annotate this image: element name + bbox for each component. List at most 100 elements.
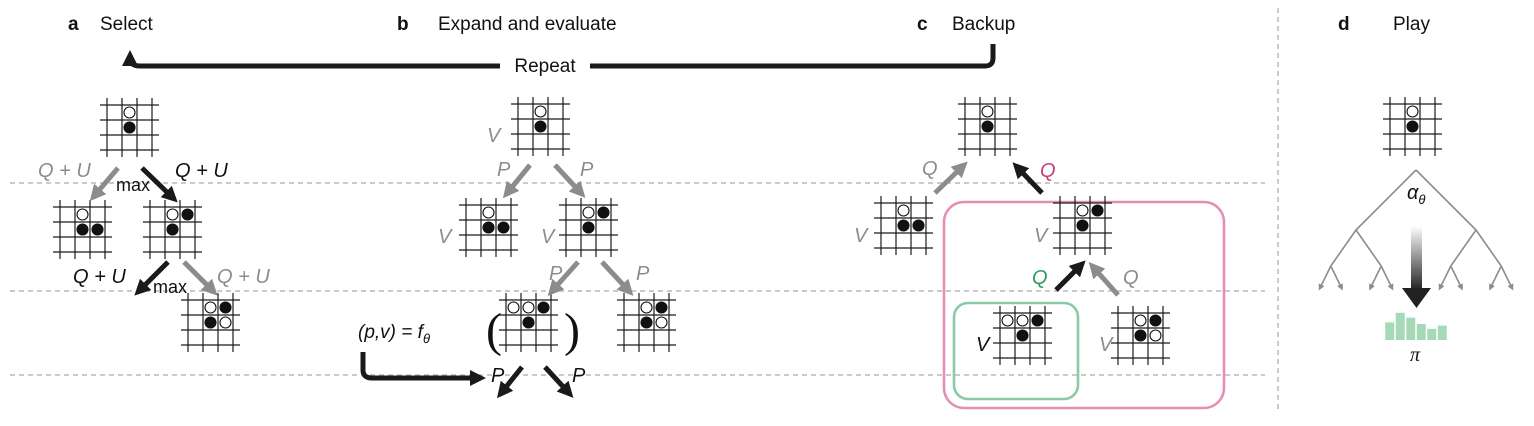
label-alpha-theta: αθ — [1407, 182, 1425, 207]
search-to-policy-arrow-shaft — [1411, 226, 1422, 290]
white-stone-icon — [482, 206, 495, 219]
label-q-plus-u: Q + U — [73, 266, 126, 288]
panel-letter-c: c — [917, 14, 928, 35]
label-q: Q — [1040, 160, 1056, 182]
go-board-icon — [459, 198, 518, 257]
label-v: V — [438, 226, 453, 248]
go-board-icon — [100, 98, 159, 157]
panel-letter-b: b — [397, 14, 409, 35]
tree-edge — [1450, 265, 1463, 291]
black-stone-icon — [537, 301, 550, 314]
panel-title-backup: Backup — [952, 14, 1015, 35]
white-stone-icon — [123, 106, 136, 119]
policy-bar — [1427, 328, 1437, 340]
tree-edge — [1380, 265, 1394, 291]
dark-arrow — [134, 260, 170, 296]
paren-close: ) — [564, 304, 580, 357]
tree-edge — [1369, 265, 1382, 291]
white-stone-icon — [219, 316, 232, 329]
white-stone-icon — [981, 105, 994, 118]
white-stone-icon — [897, 204, 910, 217]
tree-edge — [1415, 169, 1477, 231]
repeat-label: Repeat — [514, 56, 576, 77]
black-stone-icon — [482, 221, 495, 234]
label-v: V — [487, 125, 502, 147]
black-stone-icon — [534, 120, 547, 133]
white-stone-icon — [1016, 314, 1029, 327]
white-stone-icon — [204, 301, 217, 314]
grey-arrow — [547, 260, 580, 296]
grey-arrow — [1088, 262, 1120, 297]
white-stone-icon — [1076, 204, 1089, 217]
go-board-icon — [511, 97, 570, 156]
black-stone-icon — [1031, 314, 1044, 327]
label-v: V — [976, 334, 991, 356]
white-stone-icon — [534, 105, 547, 118]
tree-edge — [1330, 265, 1343, 291]
go-board-icon — [1383, 97, 1442, 156]
policy-bar — [1437, 325, 1447, 340]
black-stone-icon — [181, 208, 194, 221]
panel-title-play: Play — [1393, 14, 1430, 35]
label-p: P — [491, 365, 505, 387]
black-stone-icon — [166, 223, 179, 236]
leaf-subtree-green — [952, 301, 1080, 401]
label-p: P — [636, 263, 650, 285]
go-board-icon — [874, 196, 933, 255]
label-max: max — [153, 277, 187, 297]
panel-d-play: αθ π — [1318, 97, 1514, 366]
tree-edge — [1489, 265, 1502, 291]
search-tree — [1318, 169, 1514, 291]
black-stone-icon — [522, 316, 535, 329]
black-stone-icon — [597, 206, 610, 219]
go-board-icon — [559, 198, 618, 257]
paren-open: ( — [486, 304, 502, 357]
panel-title-expand: Expand and evaluate — [438, 14, 617, 35]
tree-edge — [1318, 265, 1332, 291]
grey-arrow — [553, 163, 586, 198]
label-q: Q — [922, 158, 938, 180]
label-p: P — [580, 159, 594, 181]
search-to-policy-arrow-head — [1402, 288, 1431, 308]
grey-arrow — [933, 161, 968, 195]
tree-edge — [1330, 229, 1357, 267]
label-q-plus-u: Q + U — [217, 266, 270, 288]
black-stone-icon — [912, 219, 925, 232]
network-eval-arrow — [360, 352, 487, 387]
grey-arrow — [600, 260, 634, 296]
label-p: P — [572, 365, 586, 387]
repeat-arrow: Repeat — [122, 44, 996, 77]
black-stone-icon — [219, 301, 232, 314]
label-v: V — [1034, 225, 1049, 247]
label-v: V — [1099, 334, 1114, 356]
white-stone-icon — [76, 208, 89, 221]
black-stone-icon — [640, 316, 653, 329]
grey-arrow — [502, 163, 532, 199]
label-q: Q — [1123, 267, 1139, 289]
black-stone-icon — [1406, 120, 1419, 133]
label-max: max — [116, 175, 150, 195]
black-stone-icon — [91, 223, 104, 236]
dark-arrow — [1054, 260, 1086, 292]
tree-edge — [1355, 229, 1382, 267]
white-stone-icon — [1001, 314, 1014, 327]
panel-letter-d: d — [1338, 14, 1350, 35]
black-stone-icon — [897, 219, 910, 232]
black-stone-icon — [1091, 204, 1104, 217]
black-stone-icon — [1076, 219, 1089, 232]
black-stone-icon — [76, 223, 89, 236]
tree-edge — [1450, 229, 1477, 267]
panel-title-select: Select — [100, 14, 154, 35]
white-stone-icon — [522, 301, 535, 314]
grey-arrow — [182, 260, 218, 296]
black-stone-icon — [582, 221, 595, 234]
panel-b-expand: V V V P P P P ( ) (p,v) = fθ P P — [358, 97, 676, 399]
white-stone-icon — [655, 316, 668, 329]
policy-bar — [1416, 324, 1426, 340]
policy-bar — [1395, 312, 1405, 340]
label-v: V — [854, 225, 869, 247]
go-board-icon — [181, 293, 240, 352]
label-pi: π — [1410, 344, 1421, 366]
dark-arrow — [140, 166, 178, 203]
black-stone-icon — [1016, 329, 1029, 342]
